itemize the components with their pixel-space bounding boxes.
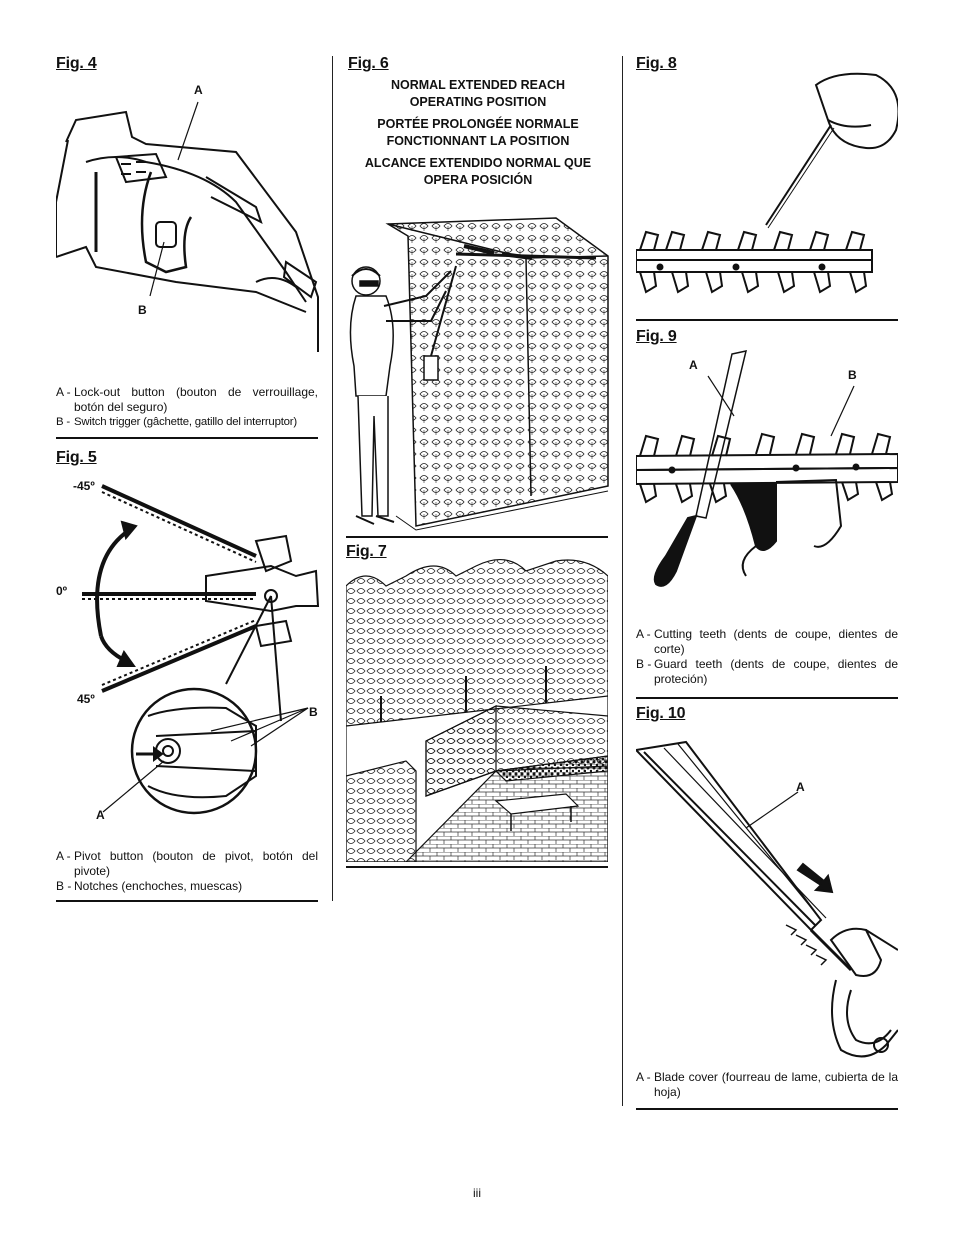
fig6-illustration (346, 196, 610, 532)
fig9-bottom-rule (636, 697, 898, 699)
fig7-illustration (346, 556, 608, 862)
fig5-callout-b: B (309, 705, 318, 719)
fig10-title: Fig. 10 (636, 705, 686, 722)
fig5-legend-row-b: B - Notches (enchoches, muescas) (56, 879, 243, 893)
fig9-callout-a: A (689, 358, 698, 372)
fig10-callout-a: A (796, 780, 805, 794)
column-divider-left (332, 56, 333, 901)
fig4-legend: A - Lock-out button (bouton de verrouill… (56, 385, 318, 430)
fig6-caption: NORMAL EXTENDED REACH OPERATING POSITION… (364, 78, 592, 187)
fig5-angle-45: 45º (77, 692, 95, 706)
fig5-title: Fig. 5 (56, 449, 97, 466)
fig10-illustration: A (636, 730, 898, 1065)
page-number: iii (473, 1186, 481, 1200)
fig4-bottom-rule (56, 437, 318, 439)
fig9-legend-row-b: B - Guard teeth (dents de coupe, dientes… (636, 657, 898, 686)
fig9-callout-b: B (848, 368, 857, 382)
fig5-angle-neg45: -45º (73, 479, 95, 493)
fig10-bottom-rule (636, 1108, 898, 1110)
fig10-legend: A - Blade cover (fourreau de lame, cubie… (636, 1070, 898, 1100)
fig5-angle-0: 0º (56, 584, 68, 598)
fig5-legend-row-a: A - Pivot button (bouton de pivot, botón… (56, 849, 318, 878)
fig10-legend-row-a: A - Blade cover (fourreau de lame, cubie… (636, 1070, 898, 1099)
fig6-title: Fig. 6 (348, 55, 389, 72)
fig4-legend-row-a: A - Lock-out button (bouton de verrouill… (56, 385, 318, 414)
fig4-callout-a: A (194, 83, 203, 97)
fig5-illustration: -45º 0º 45º B A (56, 476, 320, 836)
fig8-title: Fig. 8 (636, 55, 677, 72)
fig8-illustration (636, 70, 898, 320)
column-divider-right (622, 56, 623, 1106)
fig7-title: Fig. 7 (346, 543, 387, 560)
fig9-legend-row-a: A - Cutting teeth (dents de coupe, dient… (636, 627, 898, 656)
fig9-title: Fig. 9 (636, 328, 677, 345)
fig9-illustration: A B (636, 346, 898, 601)
fig4-legend-row-b: B - Switch trigger (gâchette, gatillo de… (56, 416, 297, 428)
fig9-legend: A - Cutting teeth (dents de coupe, dient… (636, 627, 898, 687)
fig5-bottom-rule (56, 900, 318, 902)
fig7-bottom-rule (346, 866, 608, 868)
fig5-callout-a: A (96, 808, 105, 822)
fig8-bottom-rule (636, 319, 898, 321)
fig4-title: Fig. 4 (56, 55, 97, 72)
fig5-legend: A - Pivot button (bouton de pivot, botón… (56, 849, 318, 894)
fig4-illustration: A B (56, 82, 320, 352)
fig4-callout-b: B (138, 303, 147, 317)
fig6-bottom-rule (346, 536, 608, 538)
